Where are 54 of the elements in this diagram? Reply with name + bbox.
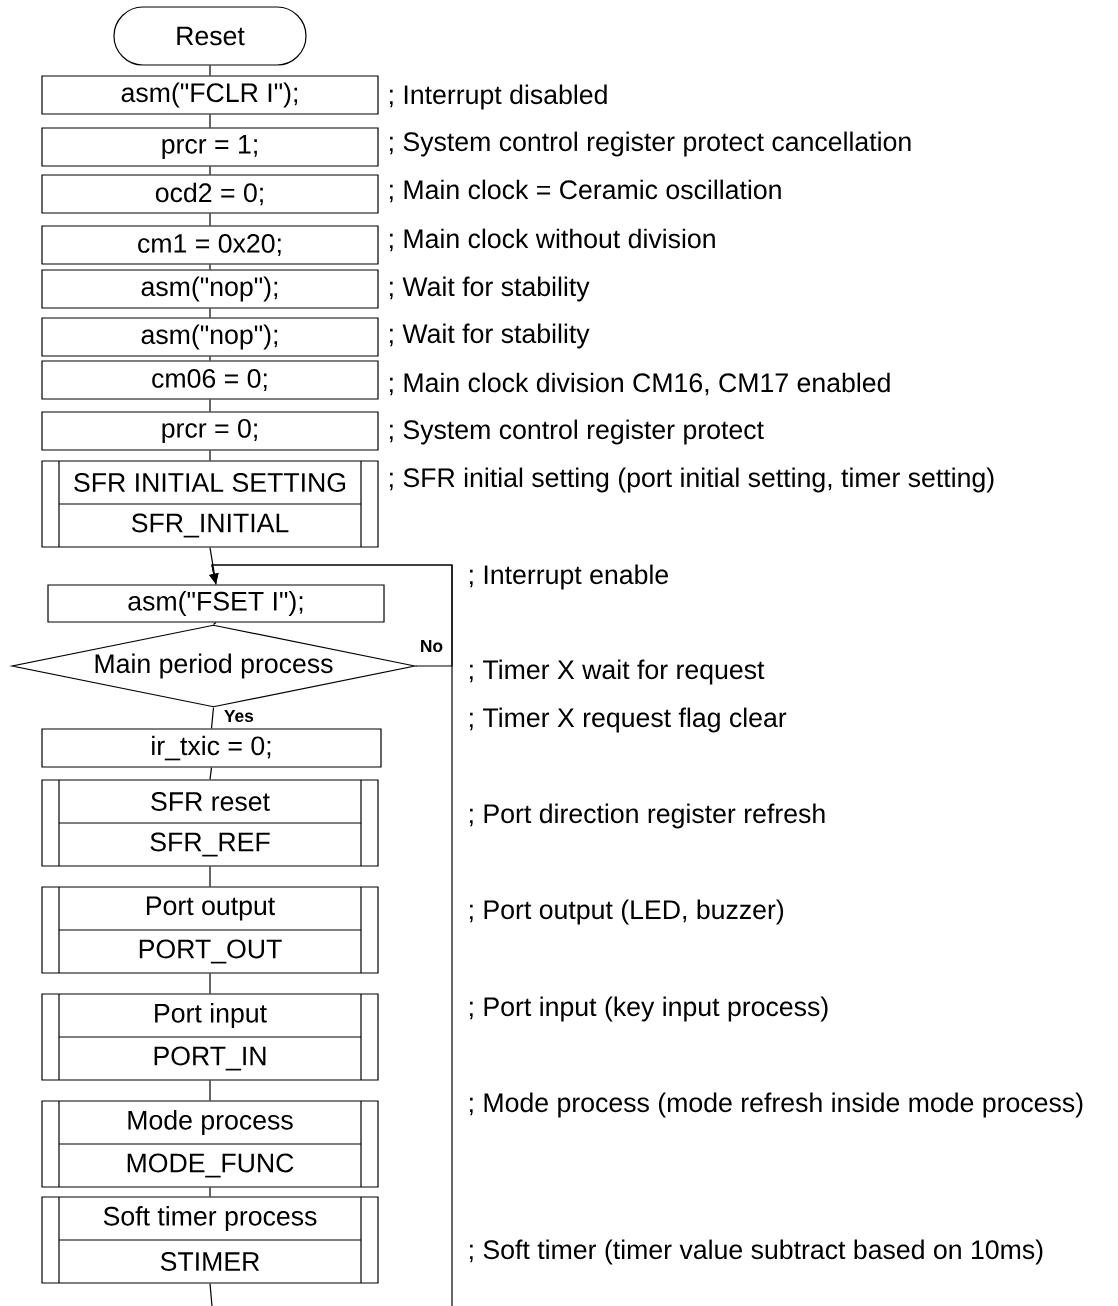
connector: [209, 166, 211, 175]
connector: [209, 114, 211, 128]
process-box: prcr = 0;: [41, 411, 379, 451]
comment-text: ; Port direction register refresh: [470, 803, 825, 829]
subroutine-box: SFR reset SFR_REF: [41, 779, 379, 867]
process-box: ir_txic = 0;: [41, 728, 382, 768]
subroutine-box: SFR INITIAL SETTING SFR_INITIAL: [41, 460, 379, 548]
connector: [209, 399, 211, 412]
connector: [209, 450, 211, 461]
comment-text: ; Soft timer (timer value subtract based on 10ms): [470, 1239, 1043, 1265]
subroutine-box: Port input PORT_IN: [41, 993, 379, 1081]
comment-text: ; Wait for stability: [390, 323, 590, 349]
process-box: cm06 = 0;: [41, 360, 379, 400]
connector: [209, 356, 211, 361]
connector: [209, 547, 217, 585]
comment-text: ; Main clock = Ceramic oscillation: [390, 179, 781, 203]
process-box: asm("FCLR I");: [41, 75, 379, 115]
comment-text: ; Wait for stability: [390, 276, 590, 302]
subroutine-box: Mode process MODE_FUNC: [41, 1100, 379, 1188]
connector: [209, 65, 211, 76]
connector: [209, 866, 211, 887]
comment-text: ; SFR initial setting (port initial setting, timer setting): [390, 467, 994, 493]
connector: [209, 213, 211, 226]
connector: [209, 1187, 211, 1197]
subroutine-box: Port output PORT_OUT: [41, 886, 379, 974]
comment-text: ; Interrupt enable: [470, 564, 668, 590]
edge-label: Yes: [222, 708, 256, 724]
process-box: asm("FSET I");: [47, 584, 385, 623]
comment-text: ; Main clock division CM16, CM17 enabled: [390, 372, 890, 396]
process-box: asm("nop");: [41, 317, 379, 357]
connector: [209, 767, 213, 780]
connector: [212, 622, 217, 625]
connector: [209, 308, 211, 318]
connector: [209, 564, 453, 1306]
connector: [209, 973, 211, 994]
connector: [209, 1283, 213, 1306]
comment-text: ; Mode process (mode refresh inside mode process): [470, 1092, 1083, 1118]
comment-text: ; Port output (LED, buzzer): [470, 899, 784, 925]
connector: [209, 264, 211, 270]
comment-text: ; Interrupt disabled: [390, 84, 607, 110]
connector: [210, 707, 215, 729]
connector: [209, 1080, 211, 1101]
comment-text: ; Main clock without division: [390, 228, 715, 252]
process-box: ocd2 = 0;: [41, 174, 379, 214]
comment-text: ; System control register protect: [390, 419, 764, 445]
process-box: cm1 = 0x20;: [41, 225, 379, 265]
comment-text: ; Port input (key input process): [470, 996, 828, 1022]
comment-text: ; Timer X request flag clear: [470, 707, 787, 733]
comment-text: ; System control register protect cancellation: [390, 131, 911, 157]
subroutine-box: Soft timer process STIMER: [41, 1196, 379, 1284]
process-box: prcr = 1;: [41, 127, 379, 167]
comment-text: ; Timer X wait for request: [470, 659, 765, 685]
edge-label: No: [418, 638, 445, 654]
process-box: asm("nop");: [41, 269, 379, 309]
